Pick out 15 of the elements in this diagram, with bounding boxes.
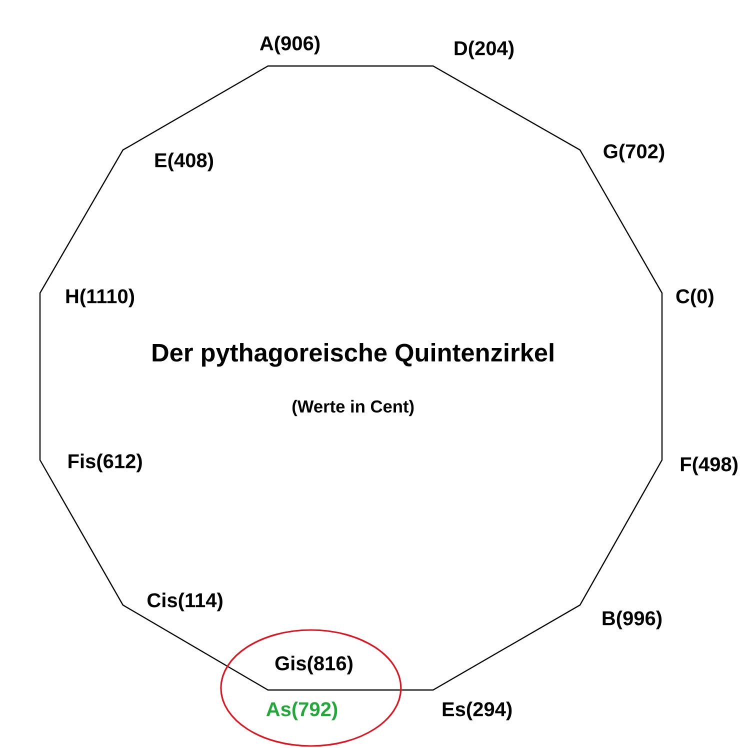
note-label: Es(294) xyxy=(442,702,512,720)
note-label: A(906) xyxy=(260,36,320,54)
note-label: Fis(612) xyxy=(68,454,142,472)
note-label: Gis(816) xyxy=(275,656,352,674)
note-label: D(204) xyxy=(454,40,514,60)
note-label: Cis(114) xyxy=(148,592,222,612)
note-label: C(0) xyxy=(676,288,714,308)
note-label: As(792) xyxy=(266,702,338,720)
subtitle: (Werte in Cent) xyxy=(292,400,414,416)
note-label: B(996) xyxy=(602,610,662,630)
title: Der pythagoreische Quintenzirkel xyxy=(152,343,554,367)
note-label: H(1110) xyxy=(66,288,134,308)
note-label: F(498) xyxy=(680,456,738,476)
note-label: E(408) xyxy=(155,152,214,172)
note-label: G(702) xyxy=(604,144,664,162)
